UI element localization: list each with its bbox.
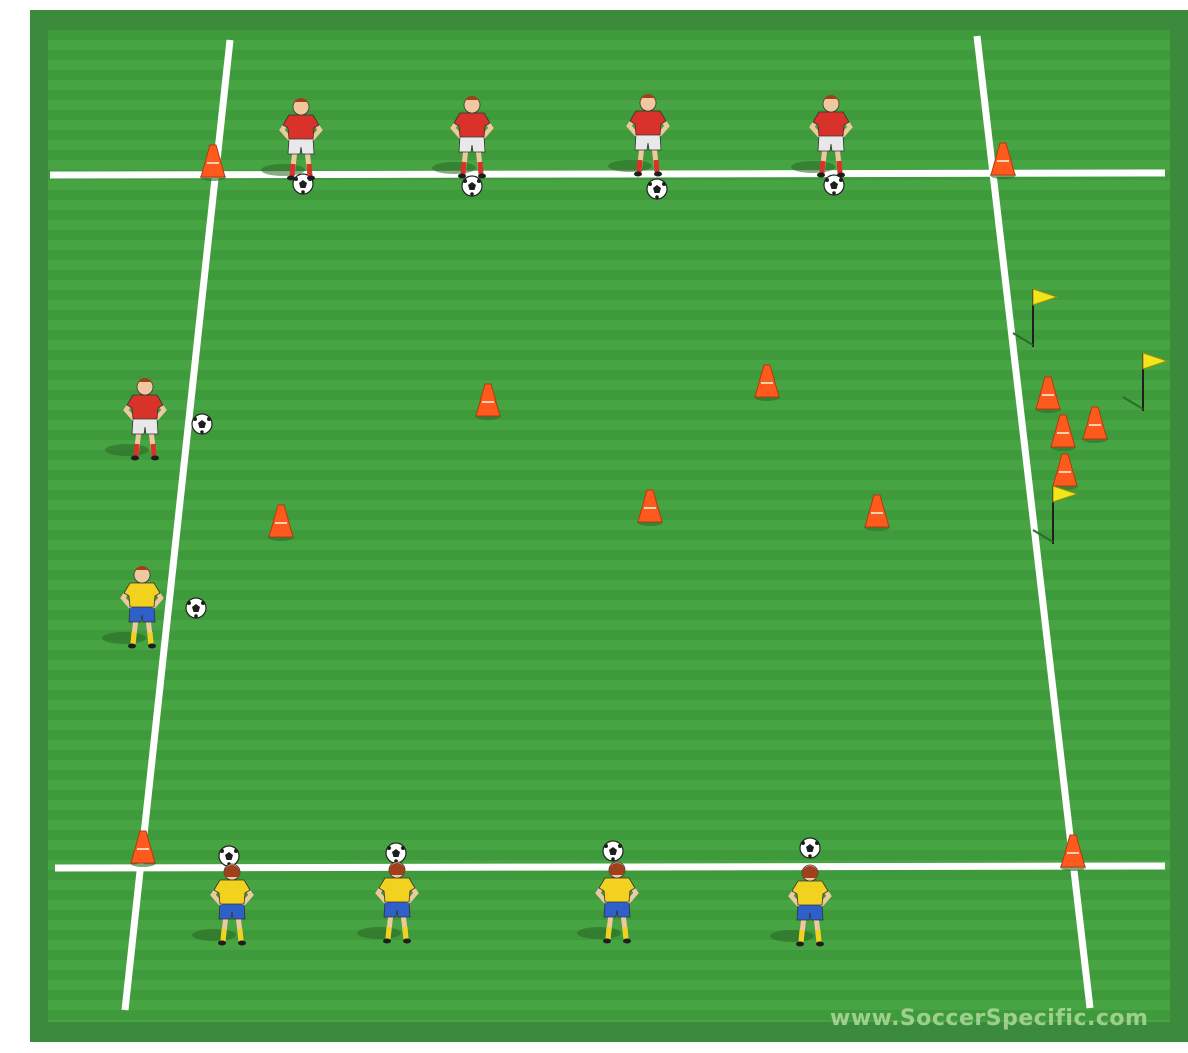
soccer-ball-icon [186, 598, 206, 618]
soccer-ball-icon [603, 841, 623, 861]
soccer-ball-icon [462, 176, 482, 196]
watermark: www.SoccerSpecific.com [830, 1006, 1170, 1036]
soccer-ball-icon [219, 846, 239, 866]
soccer-ball-icon [647, 179, 667, 199]
soccer-ball-icon [800, 838, 820, 858]
soccer-ball-icon [824, 175, 844, 195]
soccer-ball-icon [386, 843, 406, 863]
soccer-ball-icon [192, 414, 212, 434]
